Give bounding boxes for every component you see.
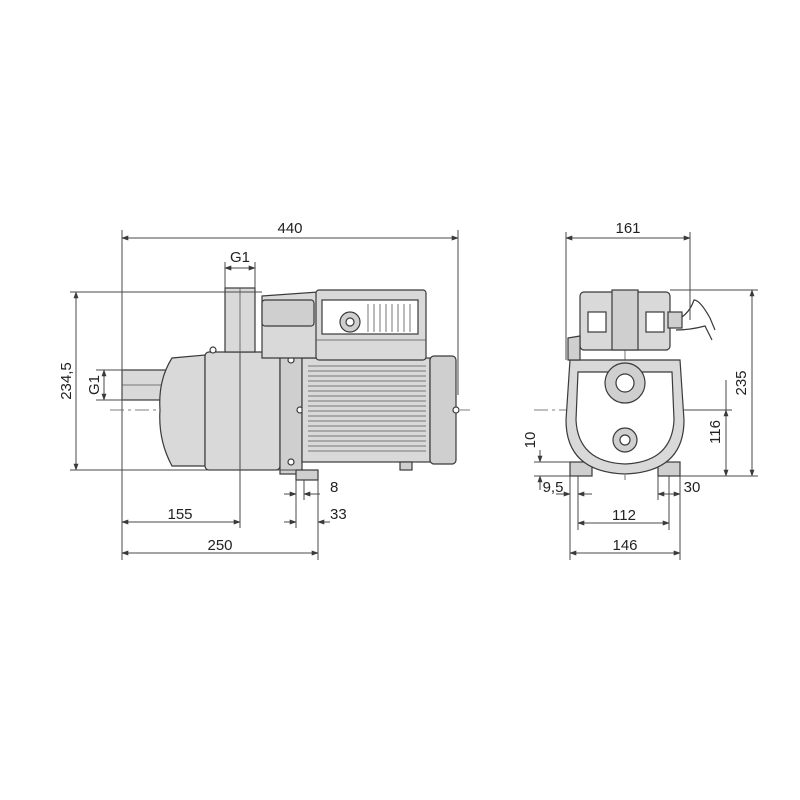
pump-casing-front (159, 354, 206, 467)
dim-foot-gap: 8 (330, 479, 338, 496)
dim-foot-width-inner: 112 (612, 507, 636, 524)
end-outlet-pipe (611, 289, 639, 351)
dim-inlet-height: 234,5 (58, 362, 75, 400)
dim-outlet-offset: 155 (167, 506, 192, 523)
drain-plug (399, 461, 413, 471)
motor-fins (308, 365, 426, 452)
dim-foot-slot: 30 (684, 479, 701, 496)
side-foot (295, 469, 319, 481)
end-dimensions: 161 235 116 10 9,5 112 30 146 (522, 220, 758, 560)
dim-outlet-thread: G1 (230, 249, 250, 266)
side-view (110, 287, 470, 481)
dim-inlet-thread: G1 (86, 375, 103, 395)
dim-foot-length: 250 (207, 537, 232, 554)
dim-shaft-height: 116 (707, 420, 724, 444)
dim-foot-thickness: 10 (522, 432, 539, 449)
dim-foot-edge: 9,5 (543, 479, 564, 496)
end-view (534, 289, 730, 480)
pump-casing (204, 351, 281, 471)
motor-end-cap (429, 355, 457, 465)
dim-foot-to-motor: 33 (330, 506, 347, 523)
dim-overall-width: 161 (615, 220, 640, 237)
dim-overall-height: 235 (733, 370, 750, 395)
dim-overall-length: 440 (277, 220, 302, 237)
side-dimensions: 440 G1 234,5 G1 155 250 8 33 (58, 220, 459, 560)
terminal-box-fins (367, 304, 411, 332)
end-foot-left (569, 461, 593, 477)
dim-foot-width-outer: 146 (612, 537, 637, 554)
